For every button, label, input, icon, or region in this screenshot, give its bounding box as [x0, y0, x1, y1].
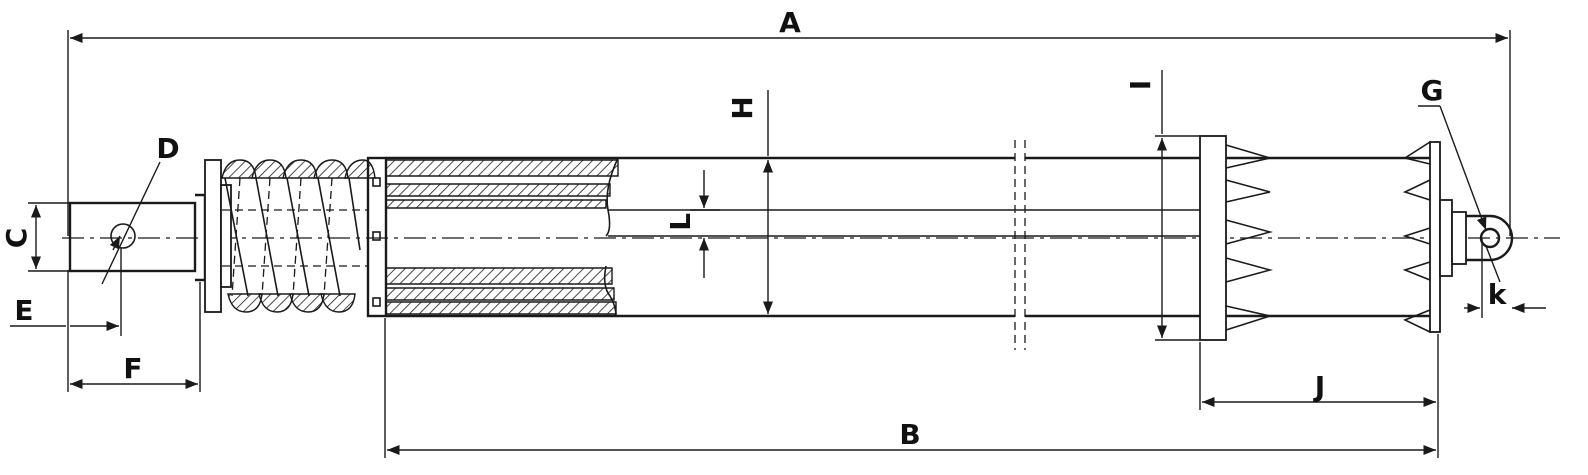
label-d: D [156, 132, 179, 165]
dimension-g: G [1418, 74, 1487, 231]
dimension-e: E [10, 248, 122, 392]
dimension-i: I [1124, 70, 1200, 341]
label-l: L [664, 213, 697, 231]
coil-spring [221, 159, 376, 313]
right-eye-hole [1479, 227, 1501, 249]
dimension-l: L [664, 170, 720, 278]
label-g: G [1421, 74, 1444, 107]
dimension-f: F [70, 282, 201, 392]
label-c: C [0, 228, 33, 249]
dimension-k: k [1464, 238, 1546, 318]
break-marks [1014, 140, 1026, 350]
label-b: B [899, 418, 920, 451]
label-e: E [14, 294, 33, 327]
label-k: k [1488, 278, 1508, 311]
label-h: H [726, 96, 759, 119]
dimension-c: C [0, 202, 70, 272]
dimension-h: H [726, 90, 774, 314]
label-i: I [1124, 80, 1157, 90]
left-eye-hole [110, 223, 136, 249]
dimension-a: A [67, 6, 1511, 236]
dimension-b: B [384, 318, 1439, 458]
label-f: F [123, 352, 142, 385]
right-flange-assembly [1199, 135, 1514, 341]
label-a: A [779, 6, 801, 39]
dimension-j: J [1199, 342, 1436, 410]
label-j: J [1313, 370, 1325, 403]
cylinder-body [366, 156, 1200, 318]
left-spring-plate [204, 159, 222, 313]
dimension-d: D [101, 132, 180, 285]
